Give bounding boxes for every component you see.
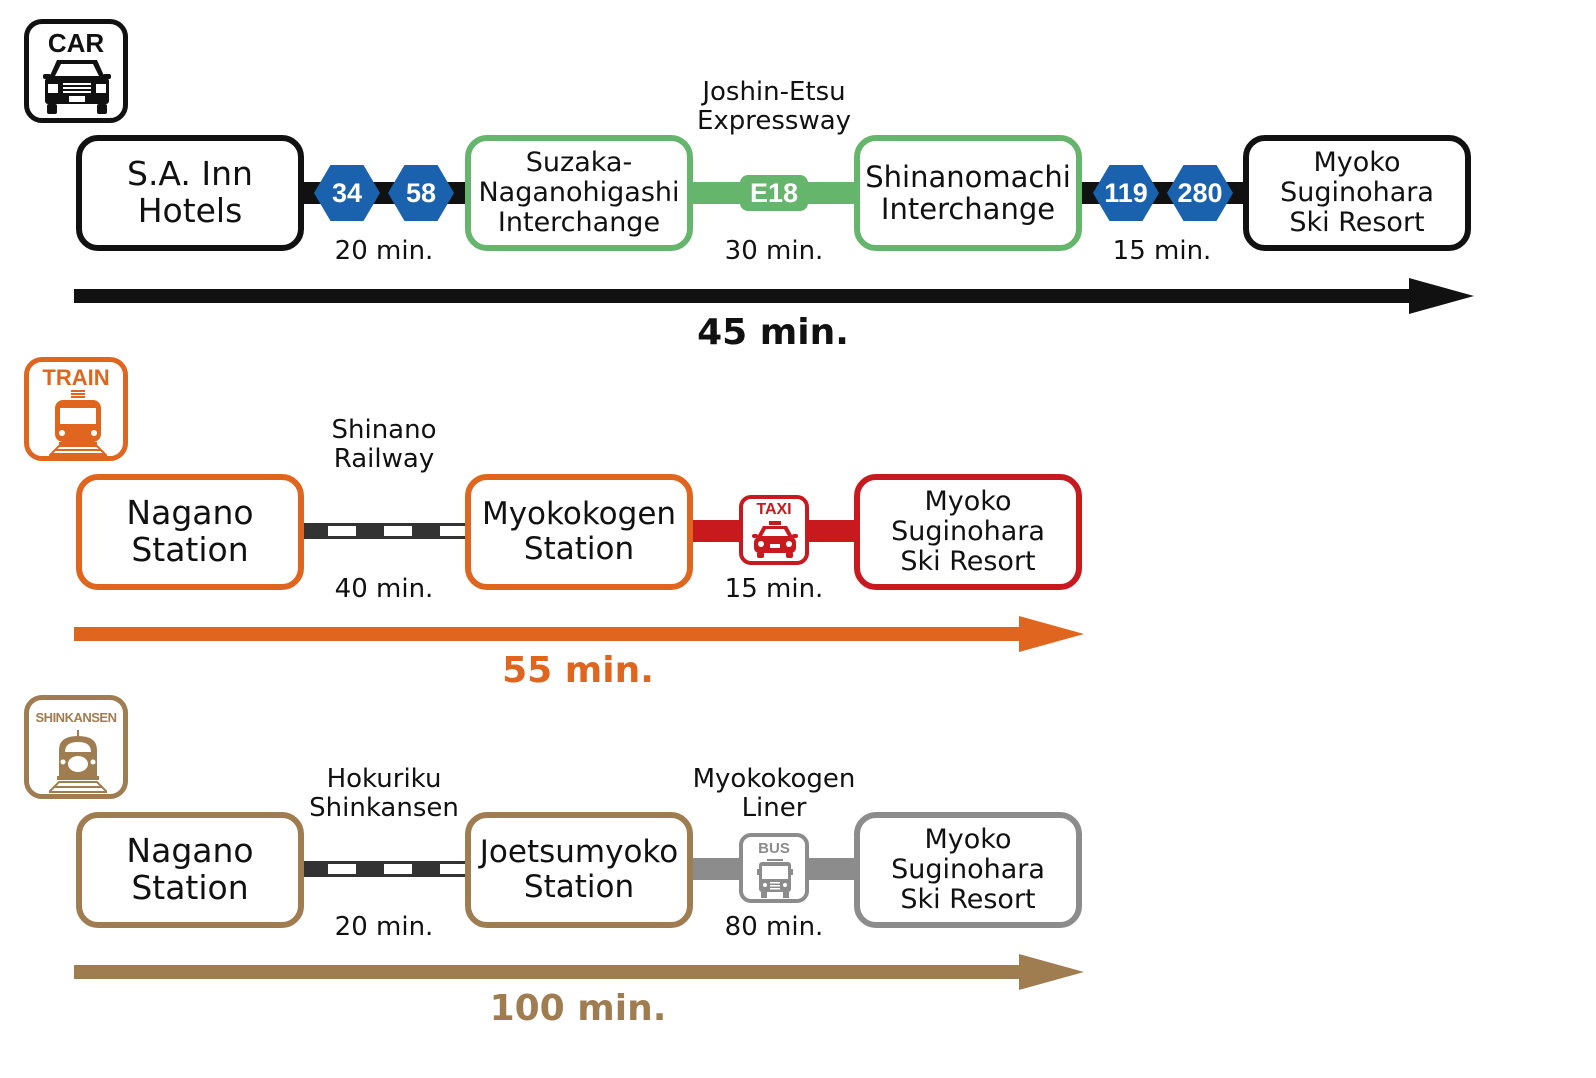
route-badge-119: 119	[1093, 165, 1159, 221]
node-sa-inn-hotels: S.A. Inn Hotels	[76, 135, 304, 251]
route-badge-280: 280	[1167, 165, 1233, 221]
car-icon	[43, 60, 111, 114]
shinkansen-segment-1-time: 20 min.	[334, 912, 434, 942]
node-myoko-suginohara-car: Myoko Suginohara Ski Resort	[1243, 135, 1471, 251]
route-badge-34: 34	[314, 165, 380, 221]
train-total-arrow	[74, 616, 1084, 652]
train-icon	[49, 390, 107, 457]
route-badge-58: 58	[388, 165, 454, 221]
bus-icon	[757, 859, 793, 898]
car-segment-2-time: 30 min.	[724, 236, 824, 266]
car-mode-label: CAR	[47, 28, 105, 58]
node-joetsumyoko-station: Joetsumyoko Station	[465, 812, 693, 928]
car-segment-3-time: 15 min.	[1112, 236, 1212, 266]
hokuriku-shinkansen-name: Hokuriku Shinkansen	[309, 764, 459, 824]
shinkansen-segment-2-time: 80 min.	[724, 912, 824, 942]
node-suzaka-naganohigashi-ic: Suzaka- Naganohigashi Interchange	[465, 135, 693, 251]
train-total-time: 55 min.	[502, 650, 654, 691]
shinkansen-total-time: 100 min.	[489, 988, 667, 1029]
train-mode-icon: TRAIN	[24, 357, 128, 461]
node-myoko-suginohara-train: Myoko Suginohara Ski Resort	[854, 474, 1082, 590]
node-shinanomachi-ic: Shinanomachi Interchange	[854, 135, 1082, 251]
node-myokokogen-station: Myokokogen Station	[465, 474, 693, 590]
taxi-icon	[752, 521, 798, 558]
myokokogen-liner-name: Myokokogen Liner	[692, 764, 856, 824]
shinkansen-icon	[49, 730, 107, 793]
shinkansen-total-arrow	[74, 954, 1084, 990]
train-mode-label: TRAIN	[42, 365, 110, 390]
node-nagano-station-shinkansen: Nagano Station	[76, 812, 304, 928]
hokuriku-shinkansen-line	[300, 861, 470, 877]
node-myoko-suginohara-shinkansen: Myoko Suginohara Ski Resort	[854, 812, 1082, 928]
shinkansen-mode-label: SHINKANSEN	[35, 710, 117, 725]
train-segment-1-time: 40 min.	[334, 574, 434, 604]
shinkansen-mode-icon: SHINKANSEN	[24, 695, 128, 799]
car-segment-1-time: 20 min.	[334, 236, 434, 266]
shinano-railway-name: Shinano Railway	[331, 415, 437, 475]
bus-badge: BUS	[739, 833, 809, 903]
car-mode-icon: CAR	[24, 19, 128, 123]
bus-label: BUS	[758, 840, 790, 857]
expressway-name: Joshin-Etsu Expressway	[696, 77, 852, 137]
taxi-label: TAXI	[756, 501, 792, 518]
car-total-time: 45 min.	[697, 312, 849, 353]
route-badge-e18: E18	[740, 175, 808, 211]
node-nagano-station-train: Nagano Station	[76, 474, 304, 590]
shinano-railway-line	[300, 523, 470, 539]
taxi-badge: TAXI	[739, 495, 809, 565]
car-total-arrow	[74, 278, 1474, 314]
train-segment-2-time: 15 min.	[724, 574, 824, 604]
